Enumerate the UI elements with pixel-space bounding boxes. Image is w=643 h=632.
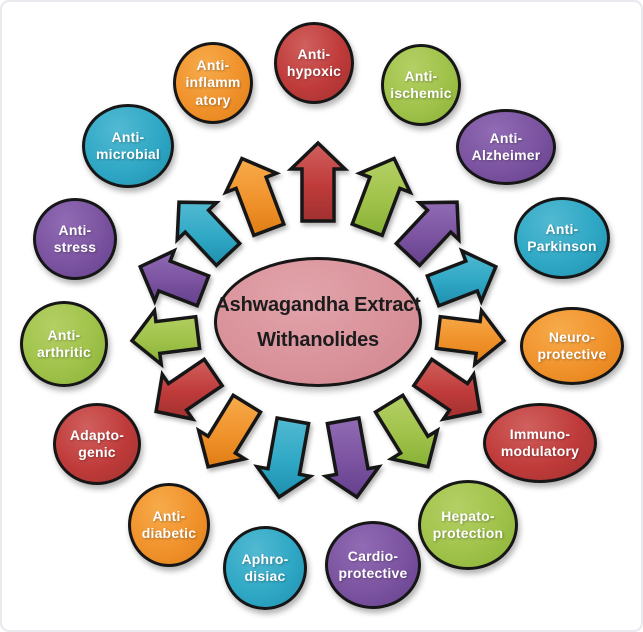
node-anti-ischemic: Anti- ischemic — [381, 44, 461, 126]
node-adapto-genic: Adapto- genic — [53, 403, 141, 485]
node-label: Aphro- disiac — [241, 550, 289, 585]
node-label: Anti- ischemic — [390, 67, 452, 102]
node-label: Anti- Alzheimer — [471, 129, 541, 164]
node-anti-microbial: Anti- microbial — [82, 104, 174, 188]
node-aphro-disiac: Aphro- disiac — [223, 526, 307, 610]
node-label: Anti- stress — [53, 221, 97, 256]
node-immuno-modulatory: Immuno- modulatory — [483, 403, 597, 483]
node-label: Anti- microbial — [95, 128, 161, 163]
arrow-hepato-protection — [373, 392, 441, 469]
node-label: Hepato- protection — [432, 507, 504, 542]
arrow-anti-ischemic — [349, 156, 414, 238]
node-label: Cardio- protective — [338, 547, 408, 582]
arrow-adapto-genic — [154, 356, 225, 422]
node-label: Adapto- genic — [69, 426, 125, 461]
node-anti-stress: Anti- stress — [33, 198, 117, 280]
node-cardio-protective: Cardio- protective — [325, 521, 421, 609]
node-label: Anti- hypoxic — [286, 45, 342, 80]
center-ellipse: Ashwagandha Extract Withanolides — [214, 257, 422, 387]
node-label: Anti- Parkinson — [527, 220, 597, 255]
arrow-neuro-protective — [434, 306, 507, 369]
node-anti-diabetic: Anti- diabetic — [128, 483, 210, 567]
node-label: Anti- diabetic — [141, 507, 197, 542]
node-hepato-protection: Hepato- protection — [418, 480, 518, 570]
node-anti-alzheimer: Anti- Alzheimer — [456, 109, 556, 185]
node-anti-parkinson: Anti- Parkinson — [514, 197, 610, 279]
arrow-anti-parkinson — [425, 247, 499, 308]
node-label: Immuno- modulatory — [500, 425, 580, 460]
arrow-anti-alzheimer — [393, 200, 461, 268]
arrow-anti-arthritic — [129, 306, 202, 369]
arrow-anti-microbial — [175, 200, 243, 268]
arrow-anti-inflammatory — [222, 156, 287, 238]
arrow-anti-stress — [137, 247, 211, 308]
arrow-anti-hypoxic — [286, 140, 350, 223]
arrow-cardio-protective — [321, 415, 383, 500]
arrow-immuno-modulatory — [411, 356, 482, 422]
node-label: Anti- arthritic — [37, 326, 91, 361]
node-neuro-protective: Neuro- protective — [520, 307, 624, 385]
node-label: Anti- inflamm atory — [185, 56, 241, 108]
arrow-aphro-disiac — [253, 415, 315, 500]
node-anti-arthritic: Anti- arthritic — [20, 301, 108, 387]
node-label: Neuro- protective — [537, 328, 607, 363]
node-anti-inflammatory: Anti- inflamm atory — [173, 42, 253, 124]
center-title-line2: Withanolides — [257, 328, 379, 351]
arrow-anti-diabetic — [195, 392, 263, 469]
center-title-line1: Ashwagandha Extract — [215, 293, 421, 316]
node-anti-hypoxic: Anti- hypoxic — [274, 22, 354, 104]
